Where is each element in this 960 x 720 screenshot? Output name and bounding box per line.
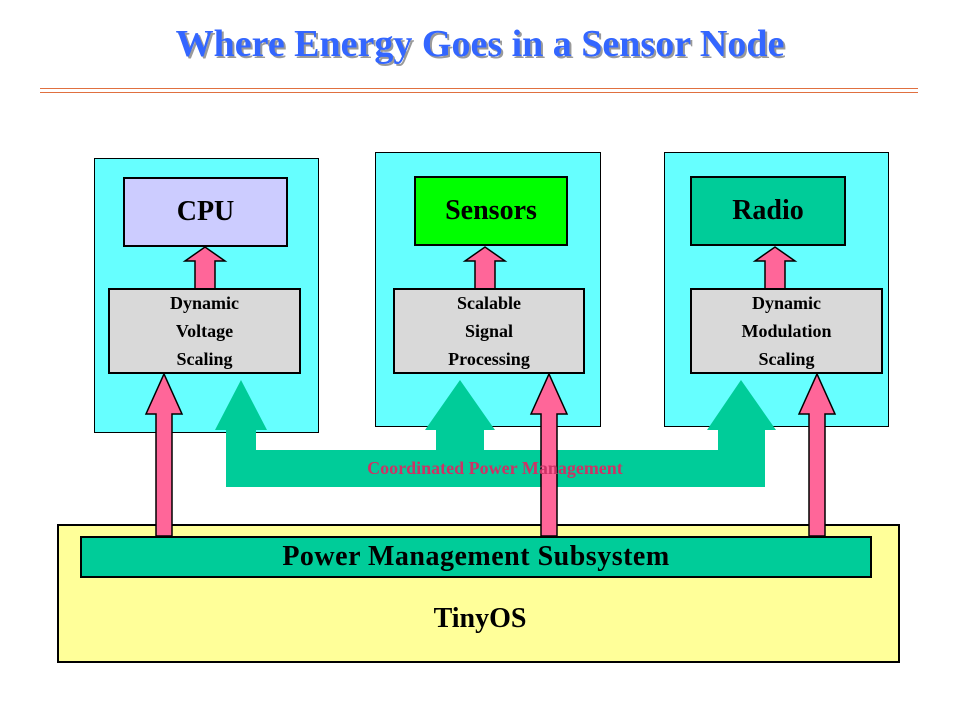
cpu-label: CPU (176, 196, 235, 227)
ssp-to-sensors-arrow (462, 246, 508, 290)
dynamic-voltage-scaling-box: Dynamic Voltage Scaling (108, 288, 301, 374)
slide-title: Where Energy Goes in a Sensor Node (175, 23, 785, 65)
ssp-line-2: Signal (464, 321, 514, 341)
dms-line-3: Scaling (758, 349, 815, 369)
tinyos-label: TinyOS (433, 603, 527, 634)
dvs-to-cpu-arrow (182, 246, 228, 290)
ssp-line-1: Scalable (456, 293, 521, 313)
sensors-box: Sensors (414, 176, 568, 246)
ssp-line-3: Processing (448, 349, 530, 369)
power-management-subsystem: Power Management Subsystem (80, 536, 872, 578)
radio-label: Radio (732, 195, 804, 226)
dvs-line-1: Dynamic (170, 293, 239, 313)
dms-line-2: Modulation (741, 321, 832, 341)
dms-to-radio-arrow (752, 246, 798, 290)
subsystem-to-dms-arrow (797, 372, 837, 537)
coordination-arrow-network (215, 380, 776, 487)
dms-line-1: Dynamic (752, 293, 821, 313)
subsystem-to-dvs-arrow (144, 372, 184, 537)
radio-box: Radio (690, 176, 846, 246)
sensors-label: Sensors (445, 195, 537, 226)
subsystem-to-ssp-arrow (529, 372, 569, 537)
title-divider (40, 88, 918, 93)
cpu-box: CPU (123, 177, 288, 247)
dvs-line-3: Scaling (176, 349, 233, 369)
dvs-line-2: Voltage (175, 321, 234, 341)
scalable-signal-processing-box: Scalable Signal Processing (393, 288, 585, 374)
dynamic-modulation-scaling-box: Dynamic Modulation Scaling (690, 288, 883, 374)
coordinated-power-management-label: Coordinated Power Management (367, 458, 623, 478)
